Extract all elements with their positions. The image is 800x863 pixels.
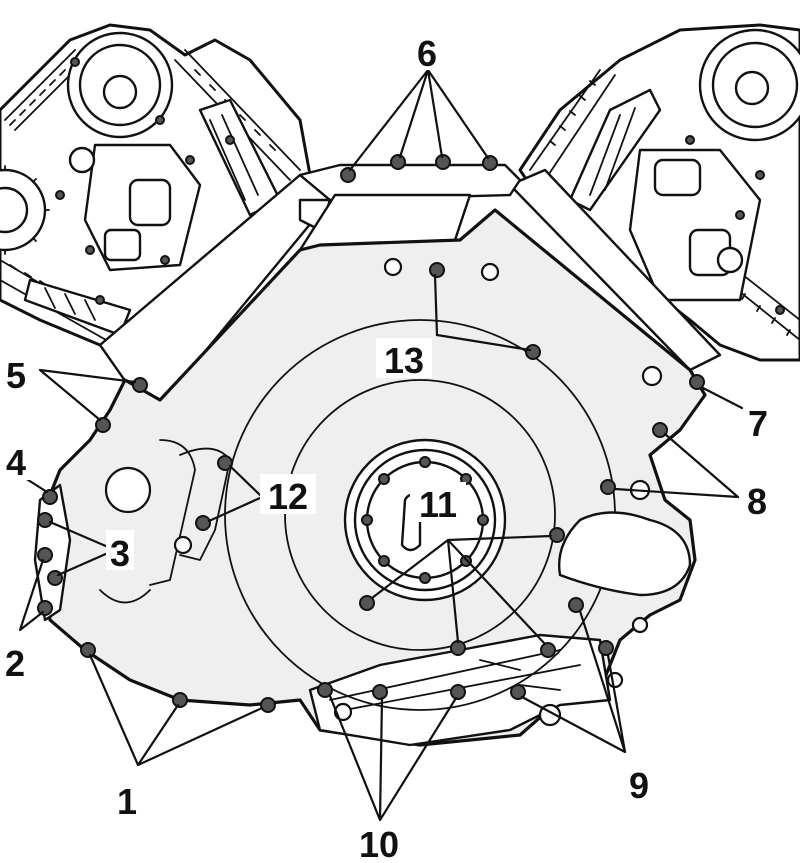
callout-11: 11 <box>410 482 466 525</box>
callout-5-label: 5 <box>6 355 26 396</box>
callout-9-label: 9 <box>629 765 649 806</box>
bank-cover-rails <box>98 163 722 402</box>
callout-6: 6 <box>412 30 442 74</box>
callout-4-label: 4 <box>6 442 26 483</box>
callout-7-label: 7 <box>748 403 768 444</box>
callout-1: 1 <box>114 778 140 822</box>
callout-6-label: 6 <box>417 33 437 74</box>
callout-4: 4 <box>2 440 30 483</box>
callout-11-label: 11 <box>419 484 457 525</box>
callout-9: 9 <box>624 762 654 806</box>
callout-12-label: 12 <box>268 476 308 517</box>
right-timing-chain-assembly <box>518 23 800 362</box>
callout-2: 2 <box>2 640 28 684</box>
callout-13: 13 <box>376 338 432 381</box>
starter-cutout <box>558 511 692 597</box>
crank-flange-bolts <box>361 456 489 584</box>
callout-13-label: 13 <box>384 340 424 381</box>
callout-7: 7 <box>744 400 772 444</box>
locating-holes <box>173 257 663 727</box>
callout-8-label: 8 <box>747 481 767 522</box>
callout-3-label: 3 <box>110 533 130 574</box>
callout-8: 8 <box>742 478 772 522</box>
callouts: 1 2 3 4 5 6 7 8 <box>2 30 772 863</box>
callout-1-label: 1 <box>117 781 137 822</box>
leader-lines <box>18 68 744 822</box>
callout-12: 12 <box>260 474 316 517</box>
bolts <box>37 154 705 713</box>
bellhousing-inner-ring <box>284 379 556 651</box>
callout-10-label: 10 <box>359 824 399 863</box>
callout-10: 10 <box>352 822 406 863</box>
callout-2-label: 2 <box>5 643 25 684</box>
callout-3: 3 <box>106 530 134 574</box>
callout-5: 5 <box>2 352 30 396</box>
